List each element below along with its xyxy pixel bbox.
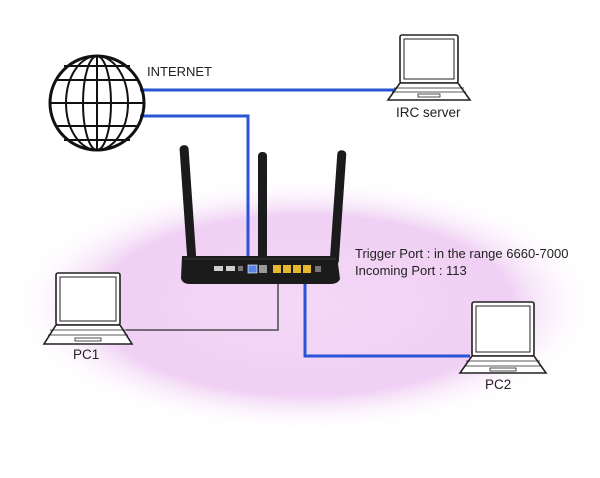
globe-icon xyxy=(48,54,146,152)
cable-router-to-pc2 xyxy=(303,270,470,358)
router-usb-ports xyxy=(214,266,243,271)
cable-internet-to-router xyxy=(140,114,250,270)
pc1-laptop-icon xyxy=(42,272,134,345)
pc2-label: PC2 xyxy=(485,377,511,392)
irc-server-laptop-icon xyxy=(386,34,472,101)
router-antenna-middle xyxy=(258,152,267,264)
incoming-port-label: Incoming Port : 113 xyxy=(355,263,467,278)
router-icon xyxy=(179,145,347,284)
internet-label: INTERNET xyxy=(147,64,212,79)
cable-router-to-pc1 xyxy=(126,272,279,331)
pc2-laptop-icon xyxy=(458,301,548,374)
router-lan-ports xyxy=(247,264,321,274)
cable-internet-to-irc-server xyxy=(140,83,402,92)
pc1-label: PC1 xyxy=(73,347,99,362)
irc-server-label: IRC server xyxy=(396,105,461,120)
router-antenna-left xyxy=(179,145,197,260)
router-antenna-right xyxy=(329,150,347,266)
trigger-port-label: Trigger Port : in the range 6660-7000 xyxy=(355,246,568,261)
